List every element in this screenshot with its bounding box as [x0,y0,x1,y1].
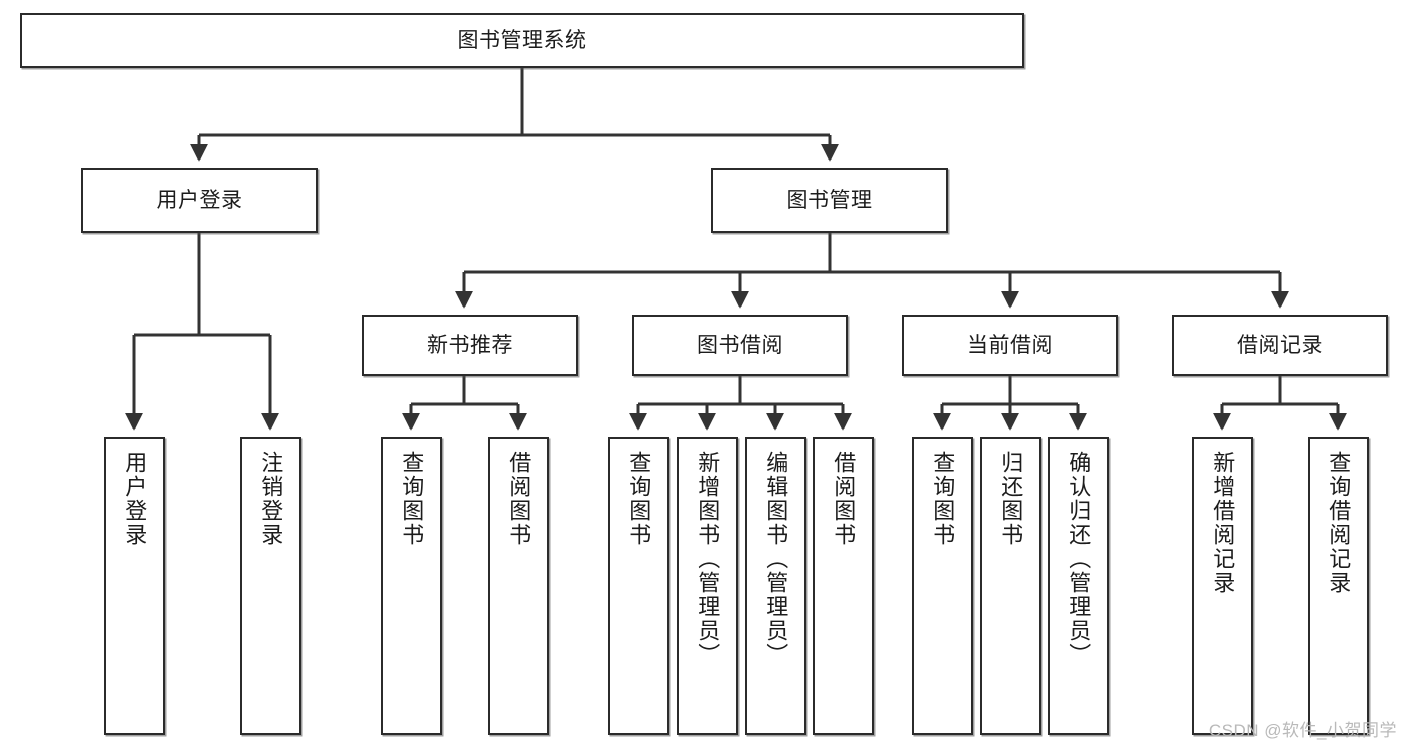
node-leaf-borrow-book-2[interactable]: 借阅图书 [813,437,874,735]
node-leaf-user-login-label: 用户登录 [122,451,148,547]
node-new-book-recommend[interactable]: 新书推荐 [362,315,578,376]
node-leaf-query-record-label: 查询借阅记录 [1326,451,1352,595]
csdn-watermark: CSDN @软件_小贺同学 [1208,721,1397,740]
node-leaf-edit-book-label: 编辑图书（管理员） [763,451,789,667]
node-leaf-borrow-book-2-label: 借阅图书 [831,451,857,547]
node-leaf-confirm-return-label: 确认归还（管理员） [1066,451,1092,667]
node-leaf-query-record[interactable]: 查询借阅记录 [1308,437,1369,735]
node-leaf-borrow-book-1[interactable]: 借阅图书 [488,437,549,735]
node-current-borrow-label: 当前借阅 [967,333,1053,357]
node-leaf-add-book-label: 新增图书（管理员） [695,451,721,667]
node-leaf-edit-book[interactable]: 编辑图书（管理员） [745,437,806,735]
node-book-borrow-label: 图书借阅 [697,333,783,357]
node-new-book-recommend-label: 新书推荐 [427,333,513,357]
node-leaf-query-book-2-label: 查询图书 [626,451,652,547]
node-leaf-query-book-3-label: 查询图书 [930,451,956,547]
node-leaf-add-book[interactable]: 新增图书（管理员） [677,437,738,735]
node-leaf-add-record-label: 新增借阅记录 [1210,451,1236,595]
node-leaf-query-book-2[interactable]: 查询图书 [608,437,669,735]
node-leaf-user-login[interactable]: 用户登录 [104,437,165,735]
node-book-borrow[interactable]: 图书借阅 [632,315,848,376]
node-leaf-confirm-return[interactable]: 确认归还（管理员） [1048,437,1109,735]
node-leaf-query-book-1-label: 查询图书 [399,451,425,547]
node-leaf-return-book[interactable]: 归还图书 [980,437,1041,735]
node-leaf-query-book-1[interactable]: 查询图书 [381,437,442,735]
node-current-borrow[interactable]: 当前借阅 [902,315,1118,376]
node-leaf-borrow-book-1-label: 借阅图书 [506,451,532,547]
node-root-label: 图书管理系统 [457,28,587,52]
node-leaf-add-record[interactable]: 新增借阅记录 [1192,437,1253,735]
node-borrow-record-label: 借阅记录 [1237,333,1323,357]
node-borrow-record[interactable]: 借阅记录 [1172,315,1388,376]
node-leaf-user-logout[interactable]: 注销登录 [240,437,301,735]
node-book-management[interactable]: 图书管理 [711,168,948,233]
node-leaf-user-logout-label: 注销登录 [258,451,284,547]
node-leaf-return-book-label: 归还图书 [998,451,1024,547]
node-root[interactable]: 图书管理系统 [20,13,1024,68]
node-user-login-label: 用户登录 [156,188,243,212]
node-leaf-query-book-3[interactable]: 查询图书 [912,437,973,735]
node-book-management-label: 图书管理 [786,188,873,212]
node-user-login[interactable]: 用户登录 [81,168,318,233]
